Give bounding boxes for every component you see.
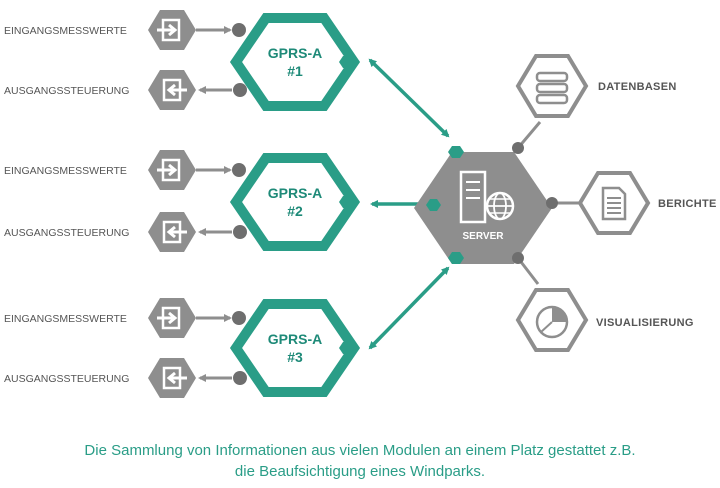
connector-dot bbox=[546, 197, 558, 209]
connector-dot bbox=[448, 252, 464, 264]
input-label: EINGANGSMESSWERTE bbox=[4, 165, 127, 177]
server-node: SERVER bbox=[414, 146, 552, 264]
module-number: #3 bbox=[287, 349, 303, 365]
output-label: VISUALISIERUNG bbox=[596, 317, 694, 329]
link-module-3 bbox=[368, 266, 450, 350]
connector-dot bbox=[339, 56, 354, 68]
caption-line-1: Die Sammlung von Informationen aus viele… bbox=[84, 442, 636, 459]
output-visualisierung: VISUALISIERUNG bbox=[515, 288, 694, 352]
input-icon bbox=[146, 296, 198, 340]
connector-dot bbox=[232, 311, 246, 325]
connector-dot bbox=[233, 371, 247, 385]
output-icon bbox=[146, 210, 198, 254]
module-title: GPRS-A bbox=[268, 185, 322, 201]
module-number: #2 bbox=[287, 203, 303, 219]
server-hexagon bbox=[414, 152, 552, 264]
connector-dot bbox=[232, 23, 246, 37]
module-number: #1 bbox=[287, 63, 303, 79]
output-icon bbox=[146, 68, 198, 112]
document-icon bbox=[601, 186, 627, 221]
server-globe-icon bbox=[459, 170, 515, 224]
connector-dot bbox=[339, 342, 354, 354]
module-row-2: EINGANGSMESSWERTE AUSGANGSSTEUERUNG GPRS… bbox=[4, 148, 361, 254]
connector-dot bbox=[232, 163, 246, 177]
output-label: BERICHTE bbox=[658, 198, 717, 210]
module-hexagon bbox=[229, 299, 361, 397]
input-label: EINGANGSMESSWERTE bbox=[4, 313, 127, 325]
database-icon bbox=[535, 71, 569, 105]
caption-line-2: die Beaufsichtigung eines Windparks. bbox=[234, 463, 486, 480]
module-row-1: EINGANGSMESSWERTE AUSGANGSSTEUERUNG GPRS… bbox=[4, 8, 361, 112]
connector-dot bbox=[339, 196, 354, 208]
output-label: AUSGANGSSTEUERUNG bbox=[4, 85, 129, 97]
connector-dot bbox=[512, 142, 524, 154]
pie-chart-icon bbox=[535, 305, 569, 339]
module-title: GPRS-A bbox=[268, 331, 322, 347]
connector-dot bbox=[233, 225, 247, 239]
connector-dot bbox=[426, 199, 441, 211]
output-label: DATENBASEN bbox=[598, 81, 677, 93]
input-label: EINGANGSMESSWERTE bbox=[4, 25, 127, 37]
output-berichte: BERICHTE bbox=[577, 171, 717, 235]
module-title: GPRS-A bbox=[268, 45, 322, 61]
input-icon bbox=[146, 8, 198, 52]
connector-dot bbox=[512, 252, 524, 264]
input-icon bbox=[146, 148, 198, 192]
module-hexagon bbox=[229, 13, 361, 111]
connector-dot bbox=[233, 83, 247, 97]
link-module-1 bbox=[368, 58, 450, 138]
output-label: AUSGANGSSTEUERUNG bbox=[4, 373, 129, 385]
caption: Die Sammlung von Informationen aus viele… bbox=[0, 440, 720, 482]
connector-dot bbox=[448, 146, 464, 158]
output-datenbasen: DATENBASEN bbox=[515, 54, 677, 118]
output-hexagon bbox=[515, 54, 589, 118]
output-label: AUSGANGSSTEUERUNG bbox=[4, 227, 129, 239]
module-row-3: EINGANGSMESSWERTE AUSGANGSSTEUERUNG GPRS… bbox=[4, 296, 361, 400]
server-label: SERVER bbox=[463, 231, 505, 242]
output-icon bbox=[146, 356, 198, 400]
module-hexagon bbox=[229, 153, 361, 251]
